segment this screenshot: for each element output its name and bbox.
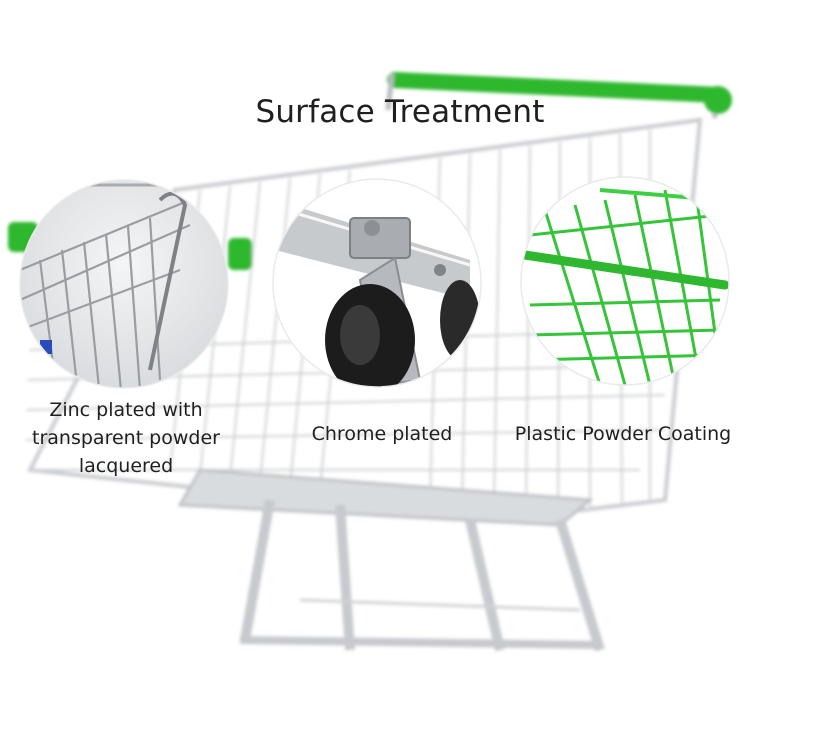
- page-title: Surface Treatment: [0, 94, 828, 130]
- caption-chrome-line-1: Chrome plated: [311, 423, 453, 445]
- caption-powder-line-1: Plastic Powder Coating: [514, 423, 732, 445]
- chrome-detail-circle: [273, 179, 481, 387]
- zinc-detail-circle: [20, 180, 228, 388]
- caption-plastic-powder-coating: Plastic Powder Coating: [498, 420, 748, 448]
- caption-zinc-plated: Zinc plated with transparent powder lacq…: [20, 396, 232, 480]
- caption-zinc-line-1: Zinc plated with: [49, 399, 203, 421]
- caption-zinc-line-3: lacquered: [78, 455, 174, 477]
- caption-zinc-line-2: transparent powder: [32, 427, 220, 449]
- caption-chrome-plated: Chrome plated: [300, 420, 464, 448]
- page-title-text: Surface Treatment: [255, 94, 545, 130]
- powder-detail-circle: [521, 177, 729, 385]
